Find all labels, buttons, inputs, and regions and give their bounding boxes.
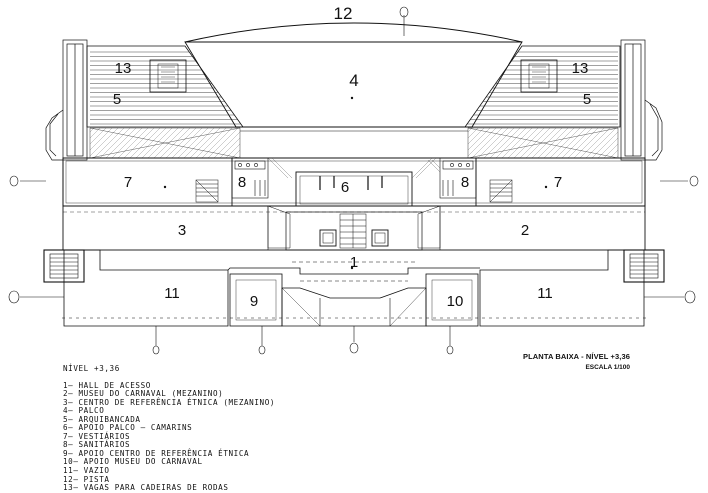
- sanitarios-hatch: [267, 157, 441, 179]
- mezanino-band: [62, 205, 646, 251]
- axis-markers: [8, 6, 699, 355]
- room-label-sanitarios-right: 8: [461, 174, 469, 191]
- room-label-vazio-left: 11: [164, 285, 180, 302]
- legend-item: 3— CENTRO DE REFERÊNCIA ÉTNICA (MEZANINO…: [63, 397, 276, 407]
- stairs-right: [489, 179, 513, 203]
- legend: NÍVEL +3,36 1— HALL DE ACESSO 2— MUSEU D…: [63, 364, 383, 493]
- room-label-vagas-right: 13: [572, 60, 589, 77]
- legend-item: 9— APOIO CENTRO DE REFERÊNCIA ÉTNICA: [63, 448, 250, 458]
- room-label-sanitarios-left: 8: [238, 174, 246, 191]
- legend-item: 1— HALL DE ACESSO: [63, 380, 151, 390]
- escalators: [285, 211, 423, 251]
- room-label-pista: 12: [334, 4, 353, 23]
- room-label-arquibancada-left: 5: [113, 91, 121, 108]
- room-label-hall: 1: [350, 254, 358, 271]
- drawing-title: PLANTA BAIXA - NÍVEL +3,36: [523, 352, 630, 361]
- room-label-apoio-centro: 9: [250, 293, 258, 310]
- arquibancada-right: [464, 45, 621, 128]
- room-label-arquibancada-right: 5: [583, 91, 591, 108]
- side-ramp-right: [620, 39, 663, 161]
- room-label-vazio-right: 11: [537, 285, 553, 302]
- room-label-palco: 4: [349, 71, 358, 90]
- sanitarios-right: [439, 157, 477, 199]
- legend-item: 4— PALCO: [63, 406, 105, 416]
- sanitarios-left: [231, 157, 269, 199]
- legend-item: 2— MUSEU DO CARNAVAL (MEZANINO): [63, 389, 224, 399]
- corridor-hatch: [89, 127, 619, 159]
- stairs-lower-right: [623, 249, 665, 283]
- room-label-vestiarios-left: 7: [124, 174, 132, 191]
- legend-item: 6— APOIO PALCO — CAMARINS: [63, 423, 193, 433]
- side-ramp-left: [45, 39, 88, 161]
- title-block: PLANTA BAIXA - NÍVEL +3,36 ESCALA 1/100: [480, 352, 630, 371]
- room-label-centro-referencia: 3: [178, 222, 186, 239]
- legend-item: 11— VAZIO: [63, 466, 110, 476]
- legend-item: 5— ARQUIBANCADA: [63, 414, 141, 424]
- room-label-museu: 2: [521, 222, 529, 239]
- legend-item: 7— VESTIÁRIOS: [63, 431, 131, 441]
- room-label-apoio-museu: 10: [447, 293, 464, 310]
- arquibancada-left: [86, 45, 244, 128]
- legend-item: 8— SANITÁRIOS: [63, 440, 131, 450]
- room-label-vagas-left: 13: [115, 60, 132, 77]
- room-label-vestiarios-right: 7: [554, 174, 562, 191]
- camarins-posts: [319, 176, 383, 190]
- hall-dashes: [62, 261, 646, 319]
- pista-arc: [184, 22, 523, 43]
- drawing-scale: ESCALA 1/100: [585, 364, 630, 371]
- stairs-left: [195, 179, 219, 203]
- legend-item: 12— PISTA: [63, 474, 110, 484]
- floor-plan: 12 4 13 13 5 5 7 7 8 8 6 3 2 1 11 11 9 1…: [8, 4, 699, 355]
- room-label-camarins: 6: [341, 179, 349, 196]
- legend-item: 10— APOIO MUSEU DO CARNAVAL: [63, 457, 203, 467]
- legend-level: NÍVEL +3,36: [63, 364, 120, 373]
- legend-item: 13— VAGAS PARA CADEIRAS DE RODAS: [63, 483, 229, 493]
- level-markers: [163, 96, 548, 270]
- stairs-lower-left: [43, 249, 85, 283]
